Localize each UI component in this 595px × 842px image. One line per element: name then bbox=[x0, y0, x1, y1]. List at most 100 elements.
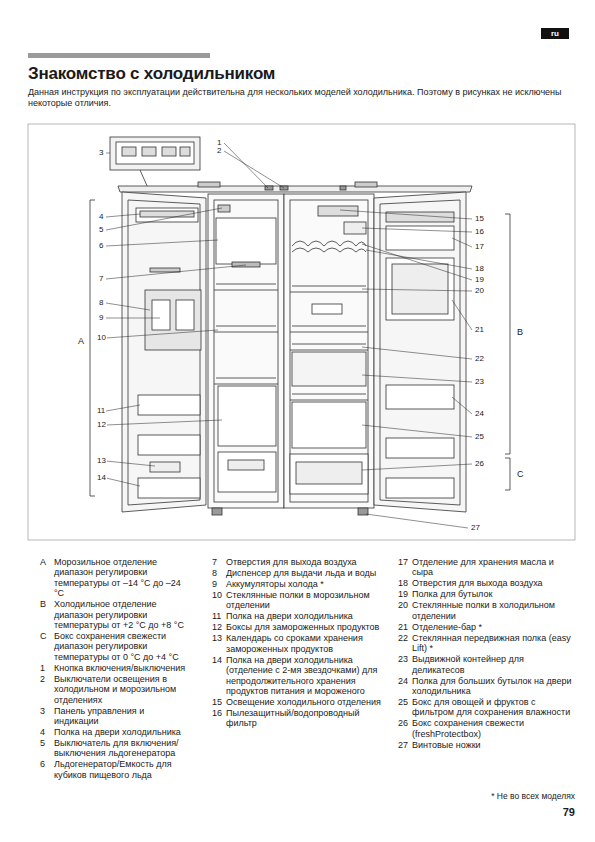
callout-number: 24 bbox=[474, 409, 485, 418]
key-description: Календарь со сроками хранения замороженн… bbox=[226, 633, 382, 654]
key-item: 19Полка для бутылок bbox=[398, 589, 574, 599]
key-column: AМорозильное отделение диапазон регулиро… bbox=[40, 557, 190, 781]
key-description: Отделение-бар * bbox=[412, 622, 574, 632]
key-item: 18Отверстия для выхода воздуха bbox=[398, 578, 574, 588]
key-item: 22Стеклянная передвижная полка (easy Lif… bbox=[398, 633, 574, 654]
key-description: Кнопка включения/выключения bbox=[54, 663, 190, 673]
key-item: CБокс сохранения свежести диапазон регул… bbox=[40, 631, 190, 662]
key-number: 11 bbox=[212, 611, 226, 621]
key-item: 26Бокс сохранения свежести (freshProtect… bbox=[398, 718, 574, 739]
key-number: 20 bbox=[398, 600, 412, 621]
callout-number: 20 bbox=[474, 286, 485, 295]
key-item: 27Винтовые ножки bbox=[398, 740, 574, 750]
key-item: 14Полка на двери холодильника (отделение… bbox=[212, 655, 382, 697]
key-number: 15 bbox=[212, 697, 226, 707]
key-description: Диспенсер для выдачи льда и воды bbox=[226, 568, 382, 578]
callout-number: 11 bbox=[96, 406, 106, 415]
key-description: Винтовые ножки bbox=[412, 740, 574, 750]
page-number: 79 bbox=[563, 806, 575, 818]
key-description: Панель управления и индикации bbox=[54, 706, 190, 727]
key-number: 16 bbox=[212, 708, 226, 729]
callout-number: 12 bbox=[96, 420, 107, 429]
key-item: 11Полка на двери холодильника bbox=[212, 611, 382, 621]
callout-number: 2 bbox=[216, 146, 222, 155]
language-tab: ru bbox=[541, 28, 569, 39]
key-number: A bbox=[40, 557, 54, 599]
callout-number: 5 bbox=[98, 225, 104, 234]
callout-number: 14 bbox=[96, 473, 107, 482]
tab-text: ru bbox=[551, 29, 559, 38]
callout-number: 4 bbox=[98, 212, 104, 221]
zone-letter: C bbox=[516, 470, 525, 479]
key-number: 14 bbox=[212, 655, 226, 697]
zone-letter: B bbox=[516, 328, 524, 337]
key-description: Полка для больших бутылок на двери холод… bbox=[412, 676, 574, 697]
key-item: 23Выдвижной контейнер для деликатесов bbox=[398, 654, 574, 675]
callout-number: 6 bbox=[98, 241, 104, 250]
key-description: Холодильное отделение диапазон регулиров… bbox=[54, 599, 190, 630]
key-item: 9Аккумуляторы холода * bbox=[212, 579, 382, 589]
key-number: B bbox=[40, 599, 54, 630]
callout-number: 15 bbox=[474, 214, 485, 223]
key-description: Бокс сохранения свежести (freshProtectbo… bbox=[412, 718, 574, 739]
key-description: Отделение для хранения масла и сыра bbox=[412, 557, 574, 578]
callout-number: 21 bbox=[474, 325, 485, 334]
key-description: Полка на двери холодильника bbox=[226, 611, 382, 621]
key-item: 4Полка на двери холодильника bbox=[40, 727, 190, 737]
callout-number: 22 bbox=[474, 354, 485, 363]
callout-number: 26 bbox=[474, 459, 485, 468]
callout-number: 13 bbox=[96, 456, 107, 465]
key-description: Полка на двери холодильника (отделение с… bbox=[226, 655, 382, 697]
key-item: 2Выключатели освещения в холодильном и м… bbox=[40, 674, 190, 705]
callout-number: 23 bbox=[474, 377, 485, 386]
callout-number: 8 bbox=[98, 298, 104, 307]
key-number: 21 bbox=[398, 622, 412, 632]
key-description: Выключатель для включения/ выключения ль… bbox=[54, 738, 190, 759]
key-number: C bbox=[40, 631, 54, 662]
key-number: 9 bbox=[212, 579, 226, 589]
intro-text: Данная инструкция по эксплуатации действ… bbox=[28, 87, 573, 109]
key-description: Льдогенератор/Емкость для кубиков пищево… bbox=[54, 759, 190, 780]
key-description: Бокс для овощей и фруктов с фильтром для… bbox=[412, 697, 574, 718]
callout-number: 16 bbox=[474, 227, 485, 236]
key-number: 2 bbox=[40, 674, 54, 705]
key-item: 17Отделение для хранения масла и сыра bbox=[398, 557, 574, 578]
key-column: 7Отверстия для выхода воздуха8Диспенсер … bbox=[212, 557, 382, 729]
key-description: Боксы для замороженных продуктов bbox=[226, 622, 382, 632]
key-number: 8 bbox=[212, 568, 226, 578]
callout-number: 17 bbox=[474, 242, 485, 251]
callout-number: 7 bbox=[98, 274, 104, 283]
callout-number: 27 bbox=[470, 523, 481, 532]
key-description: Стеклянные полки в холодильном отделении bbox=[412, 600, 574, 621]
key-number: 5 bbox=[40, 738, 54, 759]
key-description: Полка на двери холодильника bbox=[54, 727, 190, 737]
key-item: 3Панель управления и индикации bbox=[40, 706, 190, 727]
key-item: 21Отделение-бар * bbox=[398, 622, 574, 632]
key-description: Пылезащитный/водопроводный фильтр bbox=[226, 708, 382, 729]
key-item: 8Диспенсер для выдачи льда и воды bbox=[212, 568, 382, 578]
key-item: 25Бокс для овощей и фруктов с фильтром д… bbox=[398, 697, 574, 718]
zone-letter: A bbox=[77, 337, 85, 346]
callout-number: 3 bbox=[98, 148, 104, 157]
key-number: 25 bbox=[398, 697, 412, 718]
key-item: 20Стеклянные полки в холодильном отделен… bbox=[398, 600, 574, 621]
key-number: 24 bbox=[398, 676, 412, 697]
key-number: 12 bbox=[212, 622, 226, 632]
key-item: 13Календарь со сроками хранения замороже… bbox=[212, 633, 382, 654]
callout-number: 25 bbox=[474, 432, 485, 441]
key-column: 17Отделение для хранения масла и сыра18О… bbox=[398, 557, 574, 751]
key-number: 6 bbox=[40, 759, 54, 780]
key-description: Выключатели освещения в холодильном и мо… bbox=[54, 674, 190, 705]
callout-number: 10 bbox=[96, 333, 107, 342]
key-number: 4 bbox=[40, 727, 54, 737]
key-number: 7 bbox=[212, 557, 226, 567]
key-description: Стеклянные полки в морозильном отделении bbox=[226, 590, 382, 611]
callout-number: 18 bbox=[474, 264, 485, 273]
key-item: BХолодильное отделение диапазон регулиро… bbox=[40, 599, 190, 630]
key-number: 22 bbox=[398, 633, 412, 654]
key-description: Отверстия для выхода воздуха bbox=[226, 557, 382, 567]
key-number: 19 bbox=[398, 589, 412, 599]
key-number: 13 bbox=[212, 633, 226, 654]
key-number: 17 bbox=[398, 557, 412, 578]
key-item: 24Полка для больших бутылок на двери хол… bbox=[398, 676, 574, 697]
